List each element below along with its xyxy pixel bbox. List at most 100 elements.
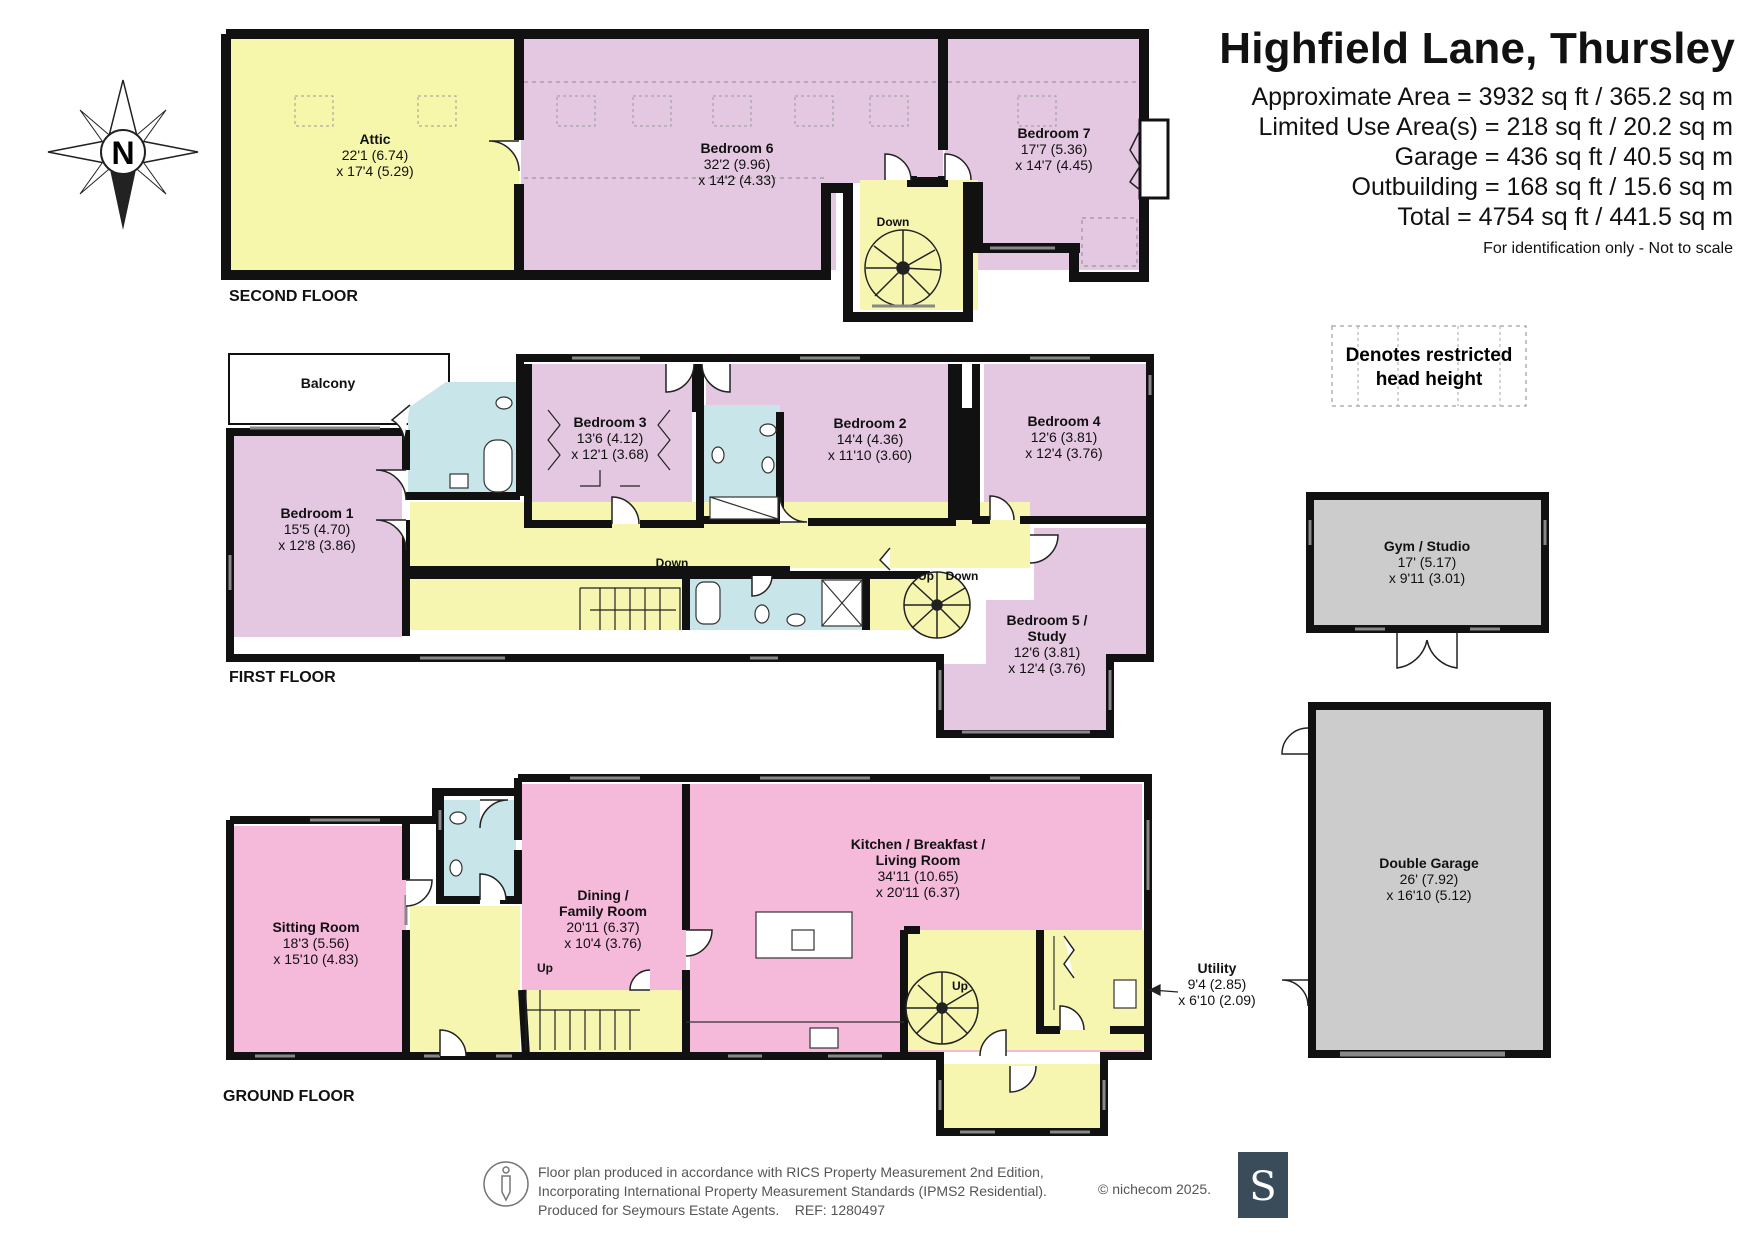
dining-dim1: 20'11 (6.37): [566, 919, 639, 935]
bedroom5-name2: Study: [1028, 628, 1067, 644]
second-floor-label: SECOND FLOOR: [229, 288, 358, 305]
gym-dim1: 17' (5.17): [1398, 554, 1457, 570]
ground-stair-up-label: Up: [537, 961, 553, 975]
second-stair-down-label: Down: [877, 215, 910, 229]
person-measure-icon: [483, 1161, 529, 1207]
dining-room: [522, 784, 686, 1002]
gym-room: [1306, 492, 1549, 633]
bedroom6-dim2: x 14'2 (4.33): [698, 172, 775, 188]
first-floor: Balcony Bedroom 1 15'5 (4.70) x 12'8 (3.…: [226, 353, 1154, 738]
double-garage-building: Double Garage 26' (7.92) x 16'10 (5.12): [1281, 702, 1551, 1058]
ground-floor-label: GROUND FLOOR: [223, 1088, 355, 1105]
first-spiral-stair: [903, 571, 971, 639]
compass-label: N: [111, 135, 134, 171]
utility-dim2: x 6'10 (2.09): [1178, 992, 1255, 1008]
bedroom5-dim1: 12'6 (3.81): [1014, 644, 1081, 660]
first-stair-down-label: Down: [656, 556, 689, 570]
second-floor: Attic 22'1 (6.74) x 17'4 (5.29) Bedroom …: [221, 29, 1170, 322]
bedroom2-name: Bedroom 2: [833, 415, 906, 431]
kitchen-name1: Kitchen / Breakfast /: [851, 836, 986, 852]
bedroom1-room: [234, 432, 402, 637]
sitting-name: Sitting Room: [272, 919, 359, 935]
gym-dim2: x 9'11 (3.01): [1389, 570, 1465, 586]
entrance-hall: [410, 906, 520, 1052]
bedroom1-dim1: 15'5 (4.70): [284, 521, 351, 537]
area-summary: Approximate Area = 3932 sq ft / 365.2 sq…: [1251, 82, 1733, 232]
compass-icon: N: [47, 79, 199, 230]
sitting-dim2: x 15'10 (4.83): [273, 951, 358, 967]
legend-line1: Denotes restricted: [1346, 345, 1513, 366]
bedroom1-name: Bedroom 1: [280, 505, 353, 521]
first-spiral-up-label: Up: [918, 569, 934, 583]
total-area: Total = 4754 sq ft / 441.5 sq m: [1397, 203, 1733, 231]
attic-dim2: x 17'4 (5.29): [336, 163, 413, 179]
bedroom4-dim1: 12'6 (3.81): [1031, 429, 1098, 445]
approx-area: Approximate Area = 3932 sq ft / 365.2 sq…: [1251, 83, 1733, 111]
bedroom5-name1: Bedroom 5 /: [1007, 612, 1088, 628]
bedroom5-dim2: x 12'4 (3.76): [1008, 660, 1085, 676]
outbuilding-area: Outbuilding = 168 sq ft / 15.6 sq m: [1351, 173, 1733, 201]
bedroom7-dim1: 17'7 (5.36): [1021, 141, 1088, 157]
footer-line1: Floor plan produced in accordance with R…: [538, 1164, 1044, 1180]
garage-dim1: 26' (7.92): [1400, 871, 1459, 887]
ground-floor: Sitting Room 18'3 (5.56) x 15'10 (4.83) …: [223, 774, 1256, 1136]
utility-arrow-icon: [1148, 984, 1179, 996]
kitchen-dim2: x 20'11 (6.37): [876, 884, 960, 900]
bedroom6-name: Bedroom 6: [700, 140, 773, 156]
bedroom4-room: [984, 364, 1146, 524]
balcony-name: Balcony: [301, 375, 356, 391]
limited-use-area: Limited Use Area(s) = 218 sq ft / 20.2 s…: [1258, 113, 1733, 141]
attic-room: [231, 38, 519, 270]
dining-dim2: x 10'4 (3.76): [564, 935, 641, 951]
bedroom6-dim1: 32'2 (9.96): [704, 156, 771, 172]
bedroom2-dim1: 14'4 (4.36): [837, 431, 904, 447]
dining-name2: Family Room: [559, 903, 647, 919]
attic-dim1: 22'1 (6.74): [342, 147, 409, 163]
under-stair: [522, 990, 686, 1052]
first-straight-stair: [579, 587, 681, 630]
bedroom7-dim2: x 14'7 (4.45): [1015, 157, 1092, 173]
disclaimer: For identification only - Not to scale: [1483, 240, 1733, 257]
bedroom4-dim2: x 12'4 (3.76): [1025, 445, 1102, 461]
bedroom3-dim2: x 12'1 (3.68): [571, 446, 648, 462]
footer-text: Floor plan produced in accordance with R…: [538, 1163, 1047, 1220]
kitchen-dim1: 34'11 (10.65): [877, 868, 958, 884]
ground-spiral-stair: [905, 971, 979, 1045]
garage-name: Double Garage: [1379, 855, 1479, 871]
attic-name: Attic: [359, 131, 390, 147]
first-landing-lower: [410, 570, 688, 630]
sitting-room: [234, 826, 406, 1052]
restricted-legend: Denotes restricted head height: [1331, 325, 1527, 407]
bedroom7-name: Bedroom 7: [1017, 125, 1090, 141]
utility-dim1: 9'4 (2.85): [1188, 976, 1247, 992]
bedroom1-dim2: x 12'8 (3.86): [278, 537, 355, 553]
bedroom2-dim2: x 11'10 (3.60): [828, 447, 912, 463]
page-title: Highfield Lane, Thursley: [1219, 24, 1735, 73]
legend-line2: head height: [1376, 369, 1483, 390]
copyright: © nichecom 2025.: [1098, 1181, 1212, 1197]
bedroom5-room: [938, 528, 1148, 732]
garage-room: [1308, 702, 1551, 1058]
dining-name1: Dining /: [577, 887, 628, 903]
gym-name: Gym / Studio: [1384, 538, 1470, 554]
brand-letter: S: [1249, 1164, 1276, 1210]
second-spiral-stair: [864, 229, 942, 307]
sitting-dim1: 18'3 (5.56): [283, 935, 350, 951]
utility-name: Utility: [1198, 960, 1237, 976]
gym-studio-building: Gym / Studio 17' (5.17) x 9'11 (3.01): [1306, 492, 1549, 669]
bedroom3-name: Bedroom 3: [573, 414, 646, 430]
bedroom4-name: Bedroom 4: [1027, 413, 1100, 429]
first-spiral-down-label: Down: [946, 569, 979, 583]
garage-dim2: x 16'10 (5.12): [1386, 887, 1471, 903]
footer-line2: Incorporating International Property Mea…: [538, 1183, 1047, 1199]
bedroom3-room: [528, 364, 692, 524]
garage-area: Garage = 436 sq ft / 40.5 sq m: [1394, 143, 1733, 171]
kitchen-name2: Living Room: [876, 852, 961, 868]
ground-spiral-up-label: Up: [952, 979, 968, 993]
bedroom3-dim1: 13'6 (4.12): [577, 430, 644, 446]
first-floor-label: FIRST FLOOR: [229, 669, 336, 686]
ground-straight-stair: [525, 990, 640, 1050]
seymours-logo: S: [1238, 1152, 1288, 1218]
footer-line3: Produced for Seymours Estate Agents. REF…: [538, 1202, 886, 1218]
